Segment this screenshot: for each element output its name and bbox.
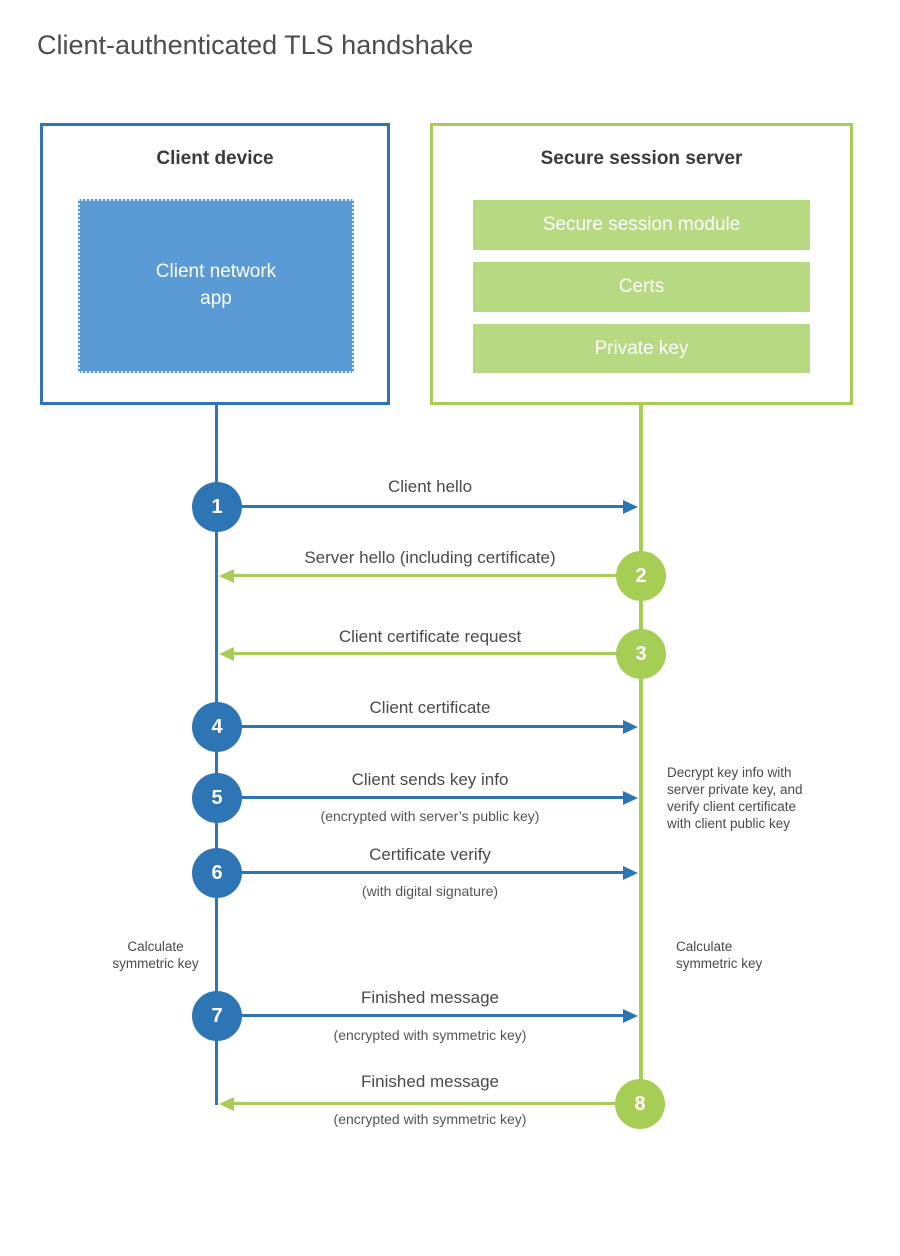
- server-note-line4: with client public key: [667, 816, 791, 831]
- arrowhead-right-icon: [623, 1009, 638, 1023]
- message-sublabel-7: (encrypted with symmetric key): [333, 1027, 527, 1043]
- server-title: Secure session server: [540, 148, 743, 169]
- server-module-certs: Certs: [473, 262, 810, 312]
- arrowhead-left-icon: [219, 1097, 234, 1111]
- client-app-label-line1: Client network: [155, 261, 277, 283]
- arrow-step-7: [240, 1009, 638, 1023]
- message-label-8: Finished message: [361, 1072, 499, 1091]
- calculate-symmetric-key-note-client: Calculate symmetric key: [88, 938, 223, 972]
- message-sublabel-5: (encrypted with server’s public key): [320, 808, 540, 824]
- arrowhead-right-icon: [623, 866, 638, 880]
- arrow-step-6: [240, 866, 638, 880]
- step-circle-7: 7: [192, 991, 242, 1041]
- secure-session-server-box: Secure session server Secure session mod…: [430, 123, 853, 405]
- calculate-symmetric-key-note-server: Calculate symmetric key: [676, 938, 811, 972]
- server-decrypt-note: Decrypt key info with server private key…: [667, 764, 837, 832]
- step-circle-5: 5: [192, 773, 242, 823]
- arrow-step-8: [219, 1097, 617, 1111]
- step-circle-1: 1: [192, 482, 242, 532]
- arrowhead-left-icon: [219, 569, 234, 583]
- message-label-1: Client hello: [387, 477, 473, 496]
- step-circle-3: 3: [616, 629, 666, 679]
- message-label-2: Server hello (including certificate): [304, 548, 556, 567]
- calc-note-line1: Calculate: [127, 939, 184, 954]
- message-sublabel-8: (encrypted with symmetric key): [333, 1111, 527, 1127]
- arrowhead-right-icon: [623, 791, 638, 805]
- arrowhead-right-icon: [623, 720, 638, 734]
- server-module-private-key: Private key: [473, 324, 810, 373]
- message-sublabel-6: (with digital signature): [361, 883, 499, 899]
- client-device-title: Client device: [156, 148, 274, 169]
- server-module-secure-session: Secure session module: [473, 200, 810, 250]
- client-network-app-box: Client network app: [78, 199, 354, 373]
- client-lifeline: [215, 405, 218, 1105]
- server-lifeline: [639, 405, 643, 1106]
- arrow-step-5: [240, 791, 638, 805]
- page-title: Client-authenticated TLS handshake: [37, 30, 474, 60]
- message-label-3: Client certificate request: [338, 627, 522, 646]
- step-circle-6: 6: [192, 848, 242, 898]
- arrow-step-1: [240, 500, 638, 514]
- message-label-7: Finished message: [361, 988, 499, 1007]
- arrowhead-left-icon: [219, 647, 234, 661]
- message-label-5: Client sends key info: [351, 770, 509, 789]
- calc-note-line2: symmetric key: [676, 956, 763, 971]
- calc-note-line2: symmetric key: [112, 956, 199, 971]
- step-circle-8: 8: [615, 1079, 665, 1129]
- arrow-step-4: [240, 720, 638, 734]
- client-device-box: Client device Client network app: [40, 123, 390, 405]
- message-label-6: Certificate verify: [369, 845, 491, 864]
- message-label-4: Client certificate: [369, 698, 491, 717]
- calc-note-line1: Calculate: [676, 939, 733, 954]
- arrowhead-right-icon: [623, 500, 638, 514]
- step-circle-2: 2: [616, 551, 666, 601]
- server-note-line2: server private key, and: [667, 782, 803, 797]
- server-note-line3: verify client certificate: [667, 799, 797, 814]
- arrow-step-2: [219, 569, 617, 583]
- client-app-label-line2: app: [200, 288, 232, 309]
- server-note-line1: Decrypt key info with: [667, 765, 792, 780]
- step-circle-4: 4: [192, 702, 242, 752]
- arrow-step-3: [219, 647, 617, 661]
